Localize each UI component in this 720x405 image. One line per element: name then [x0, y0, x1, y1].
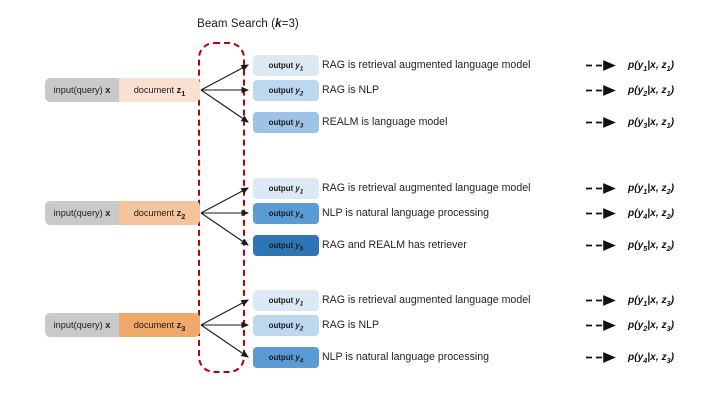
output-label-1-1: output [268, 61, 296, 70]
probability-3-2: p(y2|x, z3) [628, 320, 674, 334]
output-label-3-2: output [268, 321, 296, 330]
document-label-3: document [133, 320, 177, 330]
prob-arrow-2-2 [586, 208, 616, 219]
input-query-label-1: input(query) [53, 85, 106, 95]
output-var-2-3: y5 [295, 241, 304, 253]
prob-arrow-1-2 [586, 85, 616, 96]
input-query-var-1: x [105, 85, 111, 95]
input-query-label-3: input(query) [53, 320, 106, 330]
sentence-1-1: RAG is retrieval augmented language mode… [322, 59, 531, 71]
probability-3-3: p(y4|x, z3) [628, 352, 674, 366]
output-var-2-2: y4 [295, 209, 304, 221]
output-var-1-3: y3 [295, 118, 304, 130]
output-var-3-3: y4 [295, 353, 304, 365]
output-label-2-1: output [268, 184, 296, 193]
prob-arrow-3-3 [586, 352, 616, 363]
output-label-1-3: output [268, 118, 296, 127]
prob-arrow-1-1 [586, 60, 616, 71]
sentence-2-1: RAG is retrieval augmented language mode… [322, 182, 531, 194]
input-query-box-2[interactable]: input(query) x [45, 201, 119, 225]
sentence-3-3: NLP is natural language processing [322, 351, 490, 363]
document-var-1: z1 [176, 85, 186, 98]
input-query-label-2: input(query) [53, 208, 106, 218]
sentence-1-2: RAG is NLP [322, 84, 380, 96]
output-var-3-2: y2 [295, 321, 304, 333]
sentence-1-3: REALM is language model [322, 116, 448, 128]
probability-2-3: p(y5|x, z2) [628, 240, 674, 254]
document-box-3[interactable]: document z3 [119, 313, 200, 337]
sentence-3-1: RAG is retrieval augmented language mode… [322, 294, 531, 306]
output-label-2-2: output [268, 209, 296, 218]
output-box-3-2[interactable]: output y2 [253, 315, 319, 336]
prob-arrow-2-3 [586, 240, 616, 251]
output-box-3-1[interactable]: output y1 [253, 290, 319, 311]
output-label-2-3: output [268, 241, 296, 250]
output-var-2-1: y1 [295, 184, 304, 196]
output-box-1-1[interactable]: output y1 [253, 55, 319, 76]
output-var-1-2: y2 [295, 86, 304, 98]
document-box-2[interactable]: document z2 [119, 201, 200, 225]
probability-1-3: p(y3|x, z1) [628, 117, 674, 131]
output-box-1-3[interactable]: output y3 [253, 112, 319, 133]
output-box-1-2[interactable]: output y2 [253, 80, 319, 101]
beam-search-title: Beam Search (k=3) [148, 18, 348, 30]
probability-1-1: p(y1|x, z1) [628, 60, 674, 74]
sentence-2-3: RAG and REALM has retriever [322, 239, 467, 251]
beam-search-region [198, 42, 245, 373]
probability-2-2: p(y4|x, z2) [628, 208, 674, 222]
input-query-var-3: x [105, 320, 111, 330]
output-box-2-1[interactable]: output y1 [253, 178, 319, 199]
document-label-2: document [133, 208, 177, 218]
prob-arrow-1-3 [586, 117, 616, 128]
sentence-2-2: NLP is natural language processing [322, 207, 490, 219]
beam-search-title-prefix: Beam Search ( [197, 18, 276, 30]
input-query-box-3[interactable]: input(query) x [45, 313, 119, 337]
sentence-3-2: RAG is NLP [322, 319, 380, 331]
document-box-1[interactable]: document z1 [119, 78, 200, 102]
output-box-2-3[interactable]: output y5 [253, 235, 319, 256]
output-label-3-1: output [268, 296, 296, 305]
input-query-box-1[interactable]: input(query) x [45, 78, 119, 102]
prob-arrow-2-1 [586, 183, 616, 194]
probability-2-1: p(y1|x, z2) [628, 183, 674, 197]
output-var-3-1: y1 [295, 296, 304, 308]
input-query-var-2: x [105, 208, 111, 218]
prob-arrow-3-1 [586, 295, 616, 306]
beam-search-title-suffix: =3) [281, 18, 299, 30]
beam-search-k-symbol: k [275, 18, 282, 30]
document-label-1: document [133, 85, 177, 95]
output-label-3-3: output [268, 353, 296, 362]
probability-1-2: p(y2|x, z1) [628, 85, 674, 99]
output-box-2-2[interactable]: output y4 [253, 203, 319, 224]
probability-3-1: p(y1|x, z3) [628, 295, 674, 309]
output-var-1-1: y1 [295, 61, 304, 73]
document-var-3: z3 [176, 320, 186, 333]
output-label-1-2: output [268, 86, 296, 95]
output-box-3-3[interactable]: output y4 [253, 347, 319, 368]
document-var-2: z2 [176, 208, 186, 221]
prob-arrow-3-2 [586, 320, 616, 331]
